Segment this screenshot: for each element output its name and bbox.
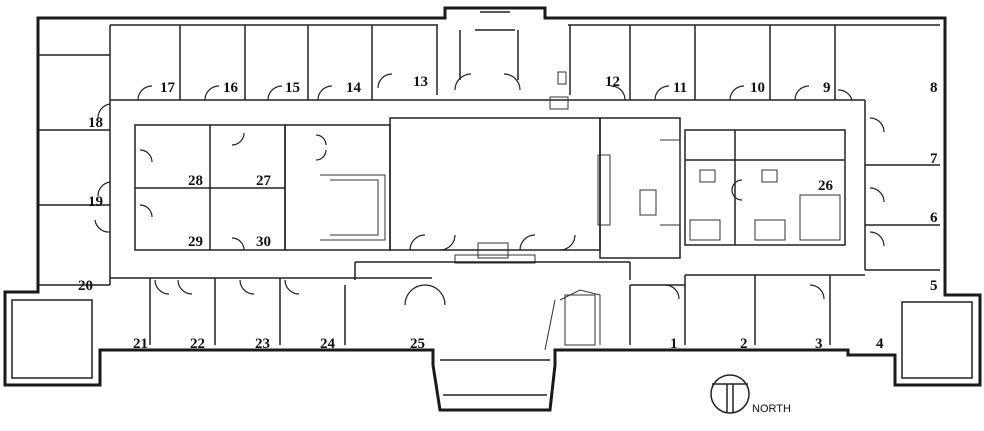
room-number: 17	[160, 80, 176, 96]
north-label: NORTH	[752, 403, 791, 415]
room-number: 29	[188, 234, 203, 250]
room-number: 19	[88, 194, 103, 210]
room-number: 3	[815, 336, 823, 352]
compass-circle	[710, 374, 750, 414]
room-number: 21	[133, 336, 148, 352]
exterior-walls	[3, 6, 982, 412]
room-number: 5	[930, 278, 938, 294]
room-number: 7	[930, 151, 938, 167]
room-number: 1	[670, 336, 678, 352]
room-number: 13	[413, 74, 428, 90]
door-swings	[94, 73, 885, 306]
west-room-walls	[38, 54, 111, 286]
room-number: 20	[78, 278, 93, 294]
room-number: 2	[740, 336, 748, 352]
room-number: 6	[930, 210, 938, 226]
room-number: 26	[818, 178, 834, 194]
room-number: 14	[346, 80, 362, 96]
room-number: 30	[256, 234, 271, 250]
room-number: 11	[673, 80, 687, 96]
north-compass: NORTH	[710, 374, 791, 415]
room-number: 24	[320, 336, 336, 352]
room-number: 4	[876, 336, 884, 352]
room-number: 15	[285, 80, 300, 96]
room-number: 22	[190, 336, 205, 352]
room-number: 12	[605, 74, 620, 90]
south-room-walls	[11, 274, 973, 396]
room-labels: 1 2 3 4 5 6 7 8 9 10 11 12 13 14 15 16 1…	[78, 74, 938, 352]
north-room-walls	[109, 11, 940, 110]
room-number: 9	[823, 80, 831, 96]
room-number: 23	[255, 336, 270, 352]
east-room-walls	[864, 100, 940, 271]
room-number: 27	[256, 173, 272, 189]
central-core	[134, 117, 846, 280]
north-arrow-icon	[712, 383, 748, 412]
room-number: 8	[930, 80, 938, 96]
room-number: 28	[188, 173, 203, 189]
room-number: 18	[88, 115, 103, 131]
room-number: 25	[410, 336, 425, 352]
room-number: 10	[750, 80, 765, 96]
room-number: 16	[223, 80, 239, 96]
